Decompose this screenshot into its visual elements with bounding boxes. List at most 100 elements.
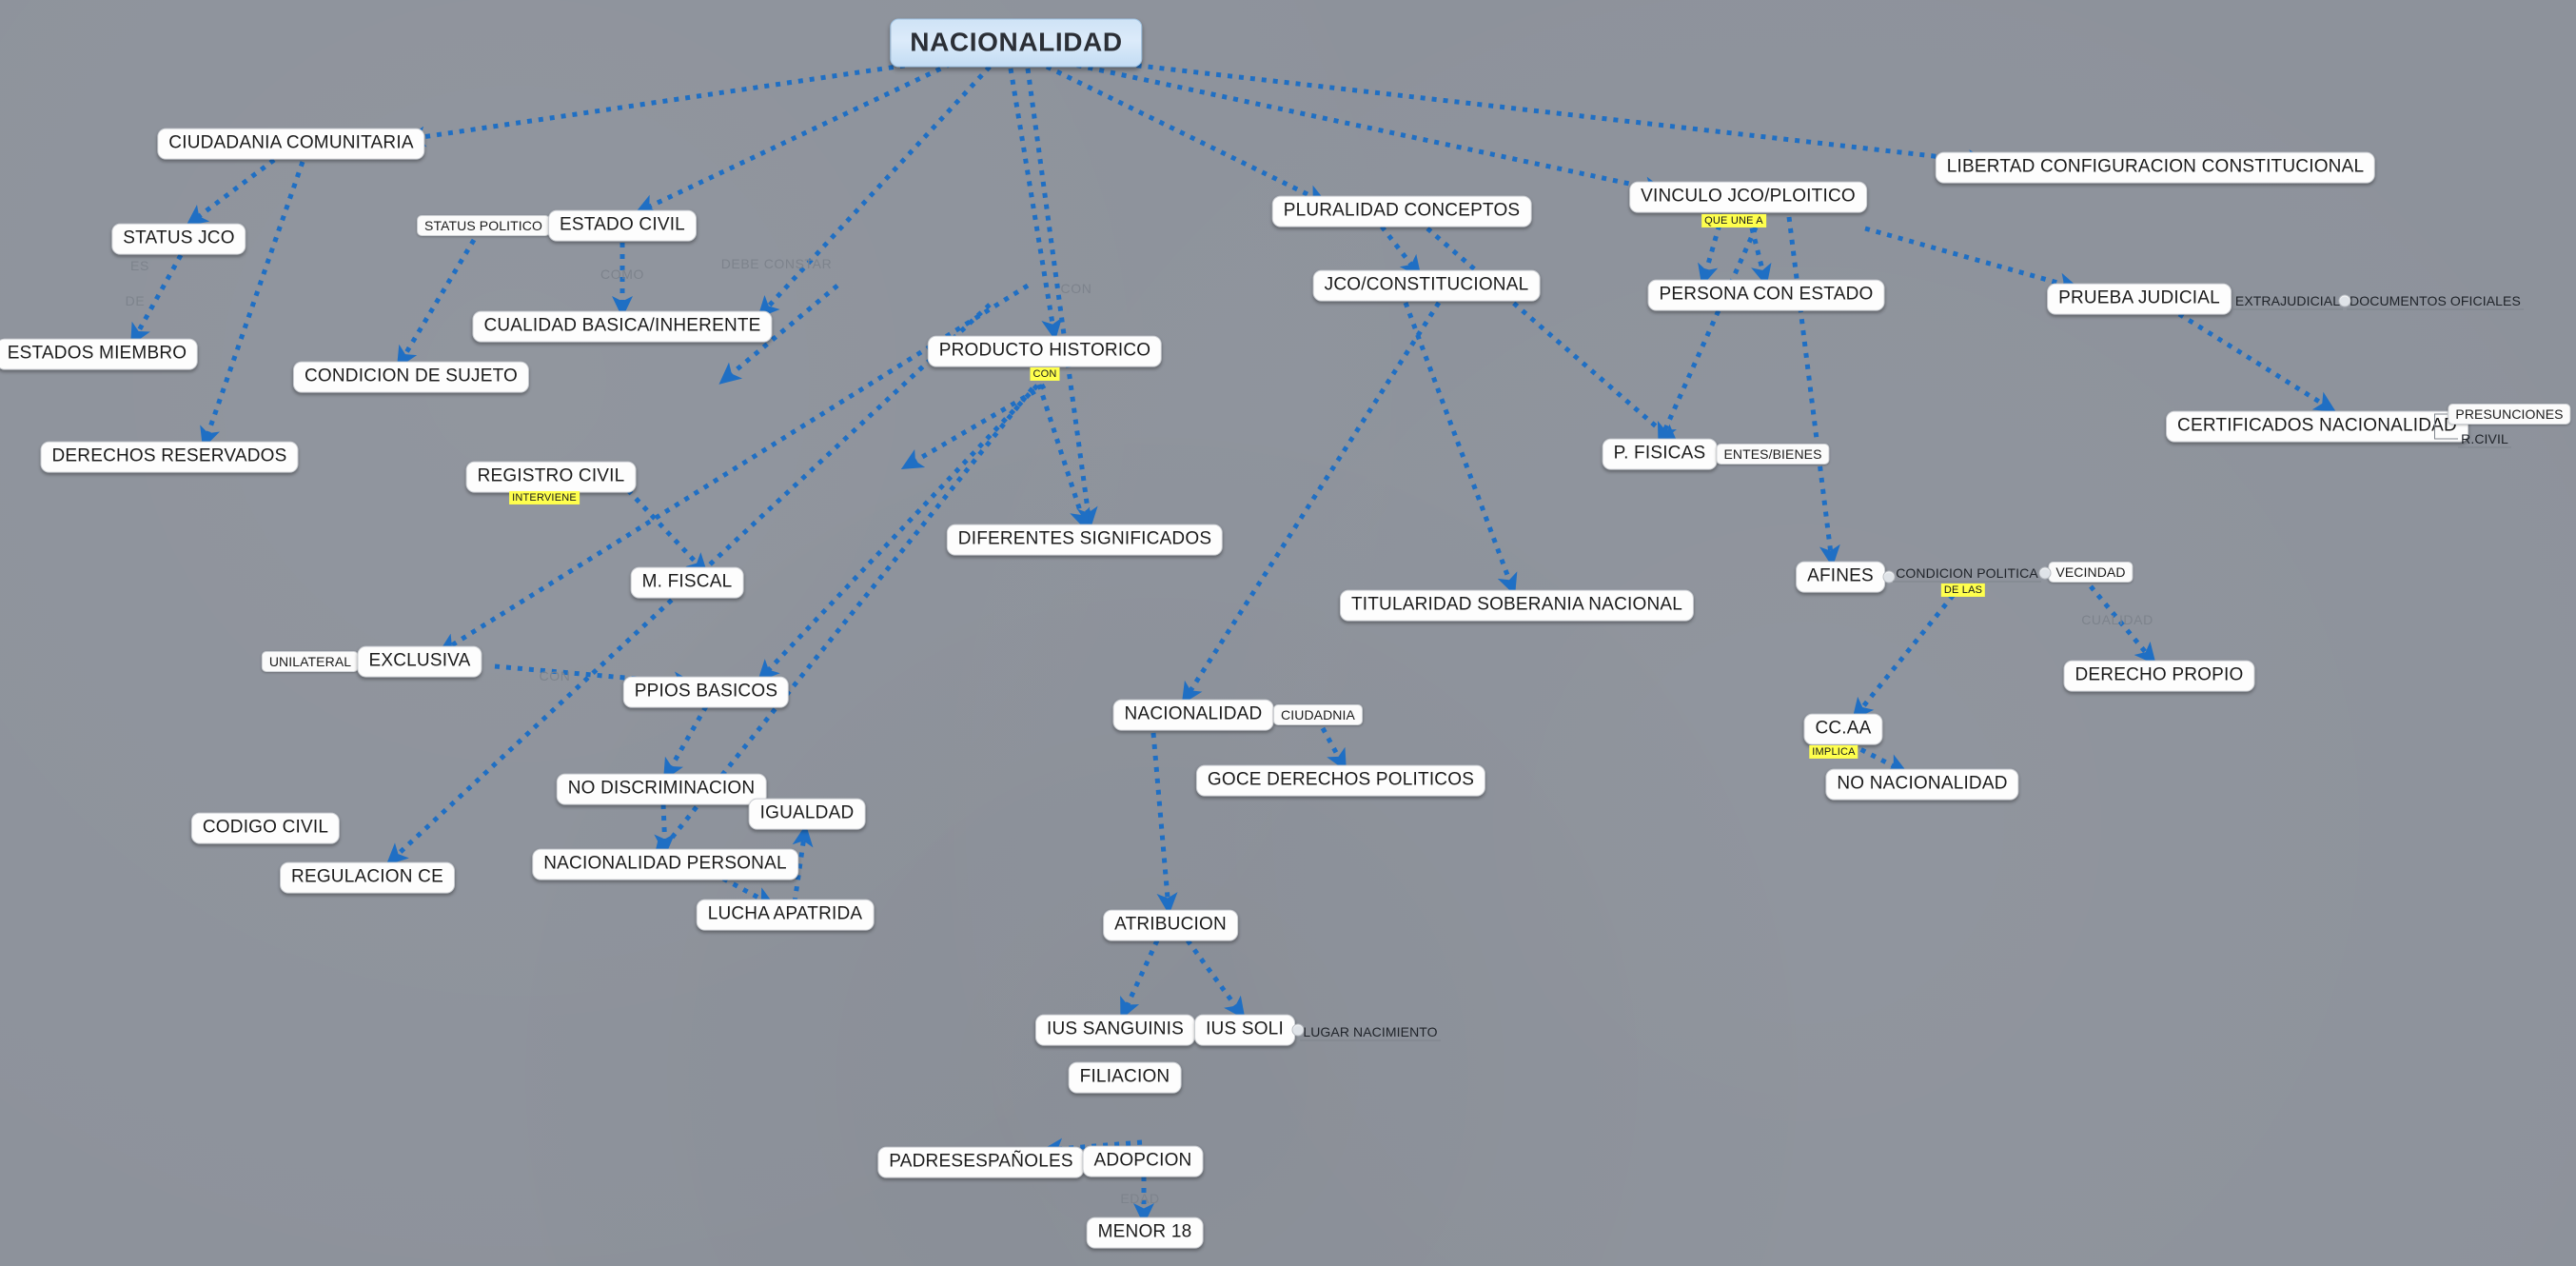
mindmap-edge [1864,226,2080,293]
mindmap-node-extrajudicial[interactable]: EXTRAJUDICIAL [2234,293,2341,308]
mindmap-node-vecindad[interactable]: VECINDAD [2048,562,2134,583]
edge-label-edad: EDAD [1120,1191,1160,1206]
mindmap-node-regulacion_ce[interactable]: REGULACION CE [280,861,455,894]
relation-label-interviene[interactable]: INTERVIENE [509,490,580,505]
mindmap-edge [403,54,962,148]
mindmap-edge [1150,732,1178,915]
mindmap-node-registro_civil[interactable]: REGISTRO CIVIL [465,461,637,493]
mindmap-edge [1849,742,1909,774]
annotation-underline [2458,446,2511,448]
collapse-toggle-dot[interactable] [2038,566,2052,580]
relation-label-con_producto[interactable]: CON [1030,366,1060,382]
annotation-underline [1300,1039,1441,1041]
mindmap-node-condicion_politica[interactable]: CONDICION POLITICA [1896,565,2038,581]
mindmap-node-certificados_nacionalidad[interactable]: CERTIFICADOS NACIONALIDAD [2166,410,2468,443]
mindmap-node-lugar_nacimiento[interactable]: LUGAR NACIMIENTO [1303,1024,1438,1039]
mindmap-node-status_politico[interactable]: STATUS POLITICO [417,215,550,236]
mindmap-edge [1045,64,1328,205]
mindmap-node-m_fiscal[interactable]: M. FISCAL [630,566,744,599]
mindmap-edge [1403,302,1518,596]
collapse-toggle-dot[interactable] [1882,570,1896,584]
mindmap-node-r_civil[interactable]: R.CIVIL [2461,431,2508,446]
mindmap-node-no_discriminacion[interactable]: NO DISCRIMINACION [556,773,767,805]
mindmap-edge [1025,68,1098,529]
annotation-underline [1893,581,2041,583]
mindmap-edge [900,383,1047,470]
mindmap-node-derechos_reservados[interactable]: DERECHOS RESERVADOS [40,441,299,473]
mindmap-node-titularidad_soberania[interactable]: TITULARIDAD SOBERANIA NACIONAL [1339,589,1695,622]
mindmap-node-goce_derechos_politicos[interactable]: GOCE DERECHOS POLITICOS [1195,764,1486,797]
connector-line [2434,438,2459,440]
mindmap-node-presunciones[interactable]: PRESUNCIONES [2448,404,2571,425]
mindmap-node-diferentes_significados[interactable]: DIFERENTES SIGNIFICADOS [946,524,1224,556]
mindmap-node-codigo_civil[interactable]: CODIGO CIVIL [190,812,341,844]
mindmap-edge [2177,311,2337,413]
mindmap-node-jco_constitucional[interactable]: JCO/CONSTITUCIONAL [1312,269,1541,302]
edge-label-es: ES [130,258,149,273]
mindmap-node-p_fisicas[interactable]: P. FISICAS [1602,438,1718,470]
mindmap-node-pluralidad_conceptos[interactable]: PLURALIDAD CONCEPTOS [1271,195,1532,227]
mindmap-node-adopcion[interactable]: ADOPCION [1082,1145,1204,1177]
mindmap-edge [634,56,963,214]
relation-label-que_une_a[interactable]: QUE UNE A [1701,213,1766,228]
mindmap-node-vinculo_jco[interactable]: VINCULO JCO/PLOITICO [1629,181,1867,213]
relation-label-de_las[interactable]: DE LAS [1940,583,1986,598]
annotation-underline [2347,308,2524,310]
mindmap-node-ciudadnia[interactable]: CIUDADNIA [1273,704,1363,725]
mindmap-node-cualidad_basica[interactable]: CUALIDAD BASICA/INHERENTE [472,310,773,343]
mindmap-edge [757,65,992,319]
mindmap-edge [1657,215,1763,445]
mindmap-node-padres_espanoles[interactable]: PADRESESPAÑOLES [877,1146,1085,1178]
mindmap-edge [186,158,276,227]
mindmap-node-ppios_basicos[interactable]: PPIOS BASICOS [622,676,790,708]
mindmap-node-afines[interactable]: AFINES [1796,561,1885,593]
mindmap-node-estados_miembro[interactable]: ESTADOS MIEMBRO [0,338,199,370]
mindmap-edge [396,238,477,369]
mindmap-node-entes_bienes[interactable]: ENTES/BIENES [1716,444,1830,465]
root-node-nacionalidad[interactable]: NACIONALIDAD [890,18,1143,68]
mindmap-node-libertad_config[interactable]: LIBERTAD CONFIGURACION CONSTITUCIONAL [1935,151,2376,184]
mindmap-node-menor_18[interactable]: MENOR 18 [1086,1217,1204,1249]
mindmap-node-atribucion[interactable]: ATRIBUCION [1103,909,1238,941]
mindmap-edge [1185,939,1246,1019]
mindmap-node-nacionalidad_mid[interactable]: NACIONALIDAD [1112,699,1274,731]
annotation-underline [2232,308,2344,310]
mindmap-node-condicion_de_sujeto[interactable]: CONDICION DE SUJETO [292,361,530,393]
mindmap-node-no_nacionalidad[interactable]: NO NACIONALIDAD [1825,768,2019,801]
mindmap-node-prueba_judicial[interactable]: PRUEBA JUDICIAL [2047,283,2232,315]
mindmap-node-status_jco[interactable]: STATUS JCO [111,223,246,255]
mindmap-node-exclusiva[interactable]: EXCLUSIVA [357,645,482,678]
mindmap-node-filiacion[interactable]: FILIACION [1068,1061,1182,1094]
mindmap-edge [626,488,709,576]
mindmap-node-nacionalidad_personal[interactable]: NACIONALIDAD PERSONAL [532,848,798,880]
connector-line [2434,413,2448,415]
edge-label-con_exclusiva: CON [539,668,571,683]
edge-label-cualidad: CUALIDAD [2081,612,2153,627]
mindmap-node-estado_civil[interactable]: ESTADO CIVIL [548,209,697,242]
mindmap-node-derecho_propio[interactable]: DERECHO PROPIO [2063,660,2255,692]
mindmap-node-ius_soli[interactable]: IUS SOLI [1194,1014,1295,1046]
relation-label-implica[interactable]: IMPLICA [1809,744,1858,760]
mindmap-node-lucha_apatrida[interactable]: LUCHA APATRIDA [696,899,875,931]
mindmap-edge [1008,68,1063,341]
mindmap-node-cc_aa[interactable]: CC.AA [1803,713,1883,745]
mindmap-edge [654,803,676,856]
mindmap-node-igualdad[interactable]: IGUALDAD [748,798,866,830]
mindmap-edge [1426,227,1680,446]
mindmap-edge [1181,301,1442,705]
mindmap-node-persona_con_estado[interactable]: PERSONA CON ESTADO [1647,279,1885,311]
mindmap-node-producto_historico[interactable]: PRODUCTO HISTORICO [927,335,1163,367]
connector-bracket [2434,414,2436,439]
mindmap-node-unilateral[interactable]: UNILATERAL [261,651,360,672]
mindmap-edge [663,704,709,781]
collapse-toggle-dot[interactable] [2338,294,2351,307]
mindmap-edge [1786,216,1840,567]
mindmap-node-documentos_oficiales[interactable]: DOCUMENTOS OFICIALES [2350,293,2521,308]
mindmap-edge [1079,56,1990,171]
mindmap-node-ciudadania_comunitaria[interactable]: CIUDADANIA COMUNITARIA [157,128,425,160]
collapse-toggle-dot[interactable] [1291,1023,1305,1037]
edge-label-con_center: CON [1060,281,1092,296]
mindmap-node-ius_sanguinis[interactable]: IUS SANGUINIS [1034,1014,1196,1046]
mindmap-edge [1065,60,1666,198]
